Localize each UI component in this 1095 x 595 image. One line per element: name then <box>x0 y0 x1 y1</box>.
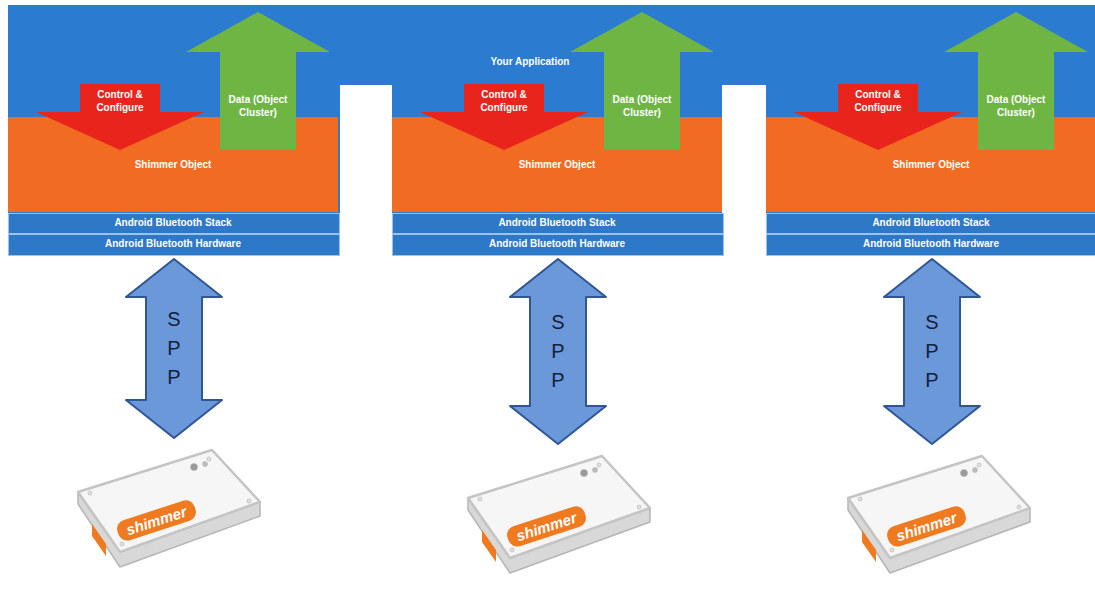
application-band: Your ApplicationControl & Configure Data … <box>8 5 1095 256</box>
object-fill <box>392 117 722 212</box>
sensor-device: shimmer <box>72 440 267 580</box>
device-dot <box>637 505 641 509</box>
protocol-label: SPP <box>920 308 944 395</box>
band-fill <box>9 235 340 256</box>
block-arrow <box>510 259 606 444</box>
layer-label: Android Bluetooth Hardware <box>766 234 1095 254</box>
object-fill <box>766 117 1095 212</box>
control-arrow: Control & Configure <box>794 84 962 150</box>
band-fill <box>767 214 1095 234</box>
control-arrow: Control & Configure <box>420 84 588 150</box>
device-dot <box>88 491 92 495</box>
data-arrow-shape <box>944 12 1088 150</box>
stack-band: Android Bluetooth Stack <box>392 213 724 234</box>
hardware-band: Android Bluetooth Hardware <box>392 234 724 256</box>
device-dot <box>191 464 198 471</box>
band-fill <box>393 214 724 234</box>
device-dot <box>478 497 482 501</box>
device-dot <box>890 548 894 552</box>
box-label: Control & Configure <box>80 89 160 114</box>
data-arrow: Data (Object Cluster) <box>944 12 1088 150</box>
device-dot <box>597 463 601 467</box>
data-arrow-shape <box>186 12 330 150</box>
application-shape <box>8 5 1095 256</box>
layer-label: Android Bluetooth Stack <box>8 213 338 232</box>
device-dot <box>581 470 588 477</box>
protocol-label: SPP <box>162 305 186 392</box>
device-dot <box>510 548 514 552</box>
box-label: Shimmer Object <box>108 159 238 172</box>
device-dot <box>858 497 862 501</box>
device-top <box>468 456 650 558</box>
data-arrow: Data (Object Cluster) <box>186 12 330 150</box>
box-label: Shimmer Object <box>866 159 996 172</box>
control-arrow: Control & Configure <box>36 84 204 150</box>
hardware-band: Android Bluetooth Hardware <box>8 234 340 256</box>
box-label: Shimmer Object <box>492 159 622 172</box>
device-dot <box>961 470 968 477</box>
device-top <box>78 450 260 552</box>
device-dot <box>247 499 251 503</box>
device-dot <box>120 542 124 546</box>
device-dot <box>977 463 981 467</box>
data-arrow-shape <box>570 12 714 150</box>
layer-label: Android Bluetooth Stack <box>392 213 722 232</box>
layer-label: Android Bluetooth Stack <box>766 213 1095 232</box>
arrow-label-holder: SPP <box>920 308 944 395</box>
arrow-label-holder: SPP <box>162 305 186 392</box>
layer-label: Android Bluetooth Hardware <box>8 234 338 254</box>
object-fill <box>8 117 338 212</box>
band-fill <box>767 235 1095 256</box>
sensor-device: shimmer <box>842 446 1037 586</box>
box-label: Control & Configure <box>464 89 544 114</box>
device-dot <box>973 468 978 473</box>
stack-band: Android Bluetooth Stack <box>8 213 340 234</box>
arrow-label-holder: SPP <box>546 308 570 395</box>
application-label: Your Application <box>455 56 605 69</box>
box-label: Control & Configure <box>838 89 918 114</box>
device-dot <box>203 462 208 467</box>
layer-label: Android Bluetooth Hardware <box>392 234 722 254</box>
block-arrow <box>126 259 222 438</box>
device-dot <box>1017 505 1021 509</box>
band-fill <box>393 235 724 256</box>
data-arrow: Data (Object Cluster) <box>570 12 714 150</box>
block-arrow <box>884 259 980 444</box>
device-dot <box>593 468 598 473</box>
device-top <box>848 456 1030 558</box>
box-label: Data (Object Cluster) <box>220 94 296 119</box>
band-fill <box>9 214 340 234</box>
hardware-band: Android Bluetooth Hardware <box>766 234 1095 256</box>
box-label: Data (Object Cluster) <box>978 94 1054 119</box>
box-label: Data (Object Cluster) <box>604 94 680 119</box>
sensor-device: shimmer <box>462 446 657 586</box>
stack-band: Android Bluetooth Stack <box>766 213 1095 234</box>
protocol-label: SPP <box>546 308 570 395</box>
device-dot <box>207 457 211 461</box>
